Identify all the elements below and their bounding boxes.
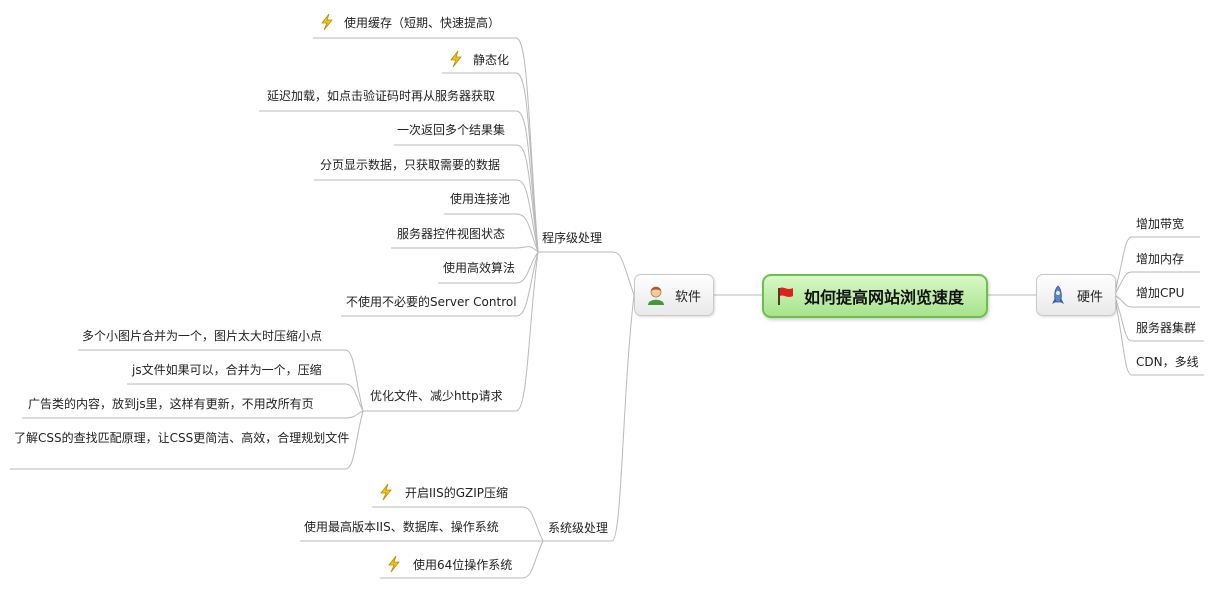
hardware-label: 硬件 (1077, 289, 1104, 305)
system-item[interactable]: 开启IIS的GZIP压缩 (377, 483, 508, 501)
program-item-text: 静态化 (473, 53, 510, 67)
program-item[interactable]: 使用高效算法 (443, 261, 516, 275)
root-label: 如何提高网站浏览速度 (804, 288, 965, 307)
program-item[interactable]: 不使用不必要的Server Control (346, 295, 517, 309)
program-item[interactable]: 分页显示数据，只获取需要的数据 (320, 158, 501, 172)
program-item[interactable]: 静态化 (447, 50, 509, 68)
program-item[interactable]: 延迟加载，如点击验证码时再从服务器获取 (267, 89, 496, 103)
optimize-item[interactable]: js文件如果可以，合并为一个，压缩 (132, 363, 322, 377)
optimize-item[interactable]: 了解CSS的查找匹配原理，让CSS更简洁、高效，合理规划文件 (14, 431, 350, 445)
root-node[interactable]: 如何提高网站浏览速度 (762, 274, 988, 318)
person-avatar-icon (648, 286, 664, 305)
optimize-item[interactable]: 广告类的内容，放到js里，这样有更新，不用改所有页 (28, 397, 314, 411)
lightning-icon (380, 483, 392, 501)
optimize-item[interactable]: 多个小图片合并为一个，图片太大时压缩小点 (82, 329, 323, 343)
hardware-item[interactable]: 增加带宽 (1136, 217, 1185, 231)
hardware-item[interactable]: 增加CPU (1136, 286, 1185, 300)
software-node[interactable]: 软件 (634, 274, 714, 316)
program-item[interactable]: 使用连接池 (450, 192, 511, 206)
connector-software-system (543, 294, 635, 542)
lightning-icon (388, 555, 400, 573)
rocket-icon (1052, 285, 1064, 304)
optimize-branch-label[interactable]: 优化文件、减少http请求 (370, 389, 503, 403)
program-item[interactable]: 服务器控件视图状态 (397, 227, 506, 241)
system-item-text: 开启IIS的GZIP压缩 (405, 486, 508, 500)
system-item[interactable]: 使用64位操作系统 (385, 555, 512, 573)
lightning-icon (450, 50, 462, 68)
hardware-node[interactable]: 硬件 (1036, 274, 1116, 316)
connector-software-program (538, 251, 635, 296)
system-item[interactable]: 使用最高版本IIS、数据库、操作系统 (304, 520, 499, 534)
hardware-item[interactable]: 服务器集群 (1136, 321, 1197, 335)
lightning-icon (321, 13, 333, 31)
hardware-item[interactable]: 增加内存 (1136, 252, 1185, 266)
program-item-text: 使用缓存（短期、快速提高） (344, 16, 501, 30)
software-label: 软件 (675, 289, 702, 305)
red-flag-icon (778, 287, 793, 305)
program-branch-label[interactable]: 程序级处理 (542, 231, 603, 245)
program-item[interactable]: 一次返回多个结果集 (397, 123, 506, 137)
hardware-item[interactable]: CDN，多线 (1136, 355, 1199, 369)
system-item-text: 使用64位操作系统 (413, 558, 513, 572)
system-branch-label[interactable]: 系统级处理 (548, 521, 609, 535)
program-item[interactable]: 使用缓存（短期、快速提高） (318, 13, 500, 31)
